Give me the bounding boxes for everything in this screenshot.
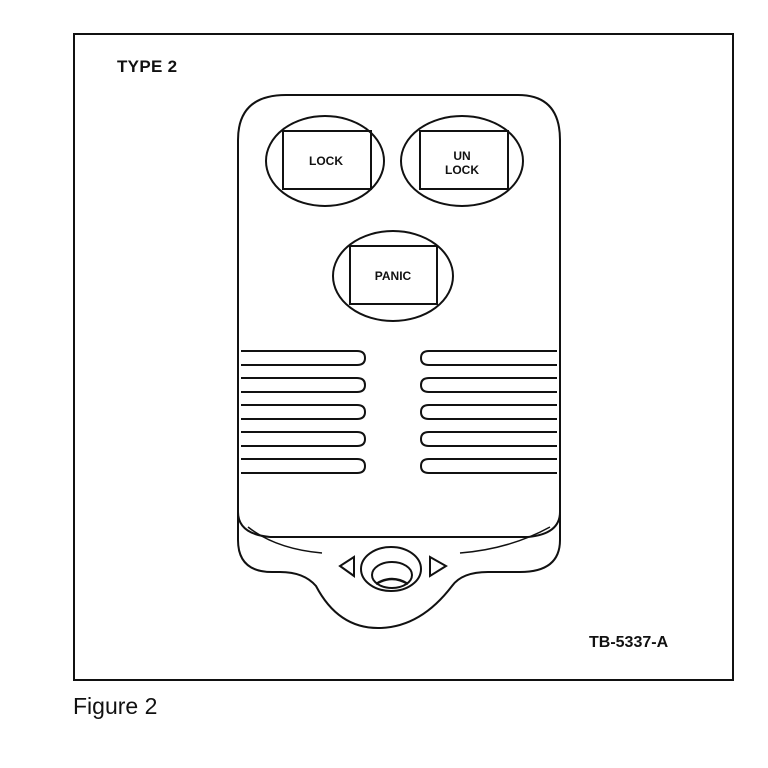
reference-code: TB-5337-A	[589, 634, 669, 651]
left-arrow-marker	[338, 555, 355, 578]
key-ring-hole	[360, 546, 422, 592]
left-grille	[241, 350, 367, 474]
fob-outline	[237, 94, 561, 630]
fob-base-divider	[237, 511, 561, 538]
unlock-label-line1: UN	[453, 149, 470, 163]
right-arrow-marker	[429, 555, 448, 578]
right-grille	[419, 350, 557, 474]
figure-caption: Figure 2	[73, 693, 158, 719]
lock-label: LOCK	[309, 154, 343, 168]
figure-frame	[73, 33, 734, 681]
type-label: TYPE 2	[117, 57, 178, 76]
lock-button	[265, 115, 385, 207]
panic-button	[332, 230, 454, 322]
panic-label: PANIC	[375, 269, 412, 283]
unlock-label-line2: LOCK	[445, 163, 479, 177]
unlock-button	[400, 115, 524, 207]
